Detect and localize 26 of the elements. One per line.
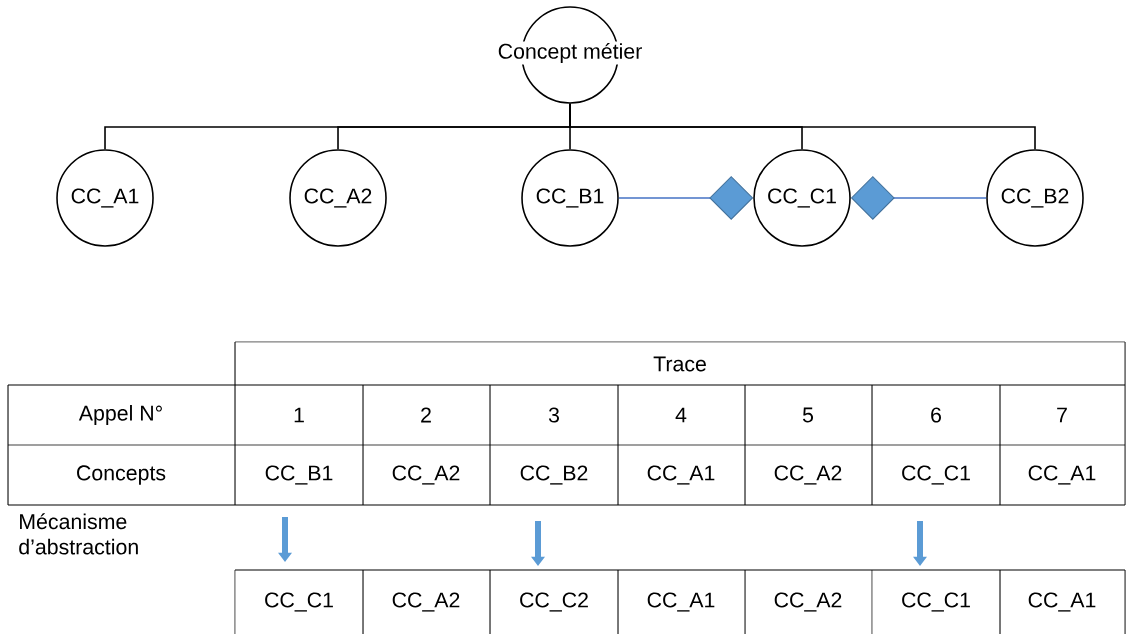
table-cell: CC_A2 [774,465,842,485]
table-cell: Appel N° [78,405,162,425]
connector [569,103,1036,150]
table-cell: CC_A2 [774,592,842,612]
table-cell: CC_A1 [1028,465,1096,485]
table-cell: CC_A1 [647,592,715,612]
table-cell: CC_C1 [902,592,970,612]
table-cell: CC_C1 [265,592,333,612]
table-cell: CC_A1 [647,465,715,485]
table-cell: 3 [548,407,559,423]
table-cell: 7 [1057,407,1067,423]
row-label: Mécanisme d’abstraction [19,513,138,555]
table-cell: CC_B1 [265,465,333,485]
table-cell: CC_A2 [392,592,460,612]
table-cell: CC_A1 [1028,592,1096,612]
table-cell: CC_B2 [520,465,588,485]
table-cell: 6 [931,407,941,423]
table-cell: 5 [802,407,814,423]
table-cell: 2 [421,407,431,423]
table-cell: 1 [294,407,304,423]
table-header: Trace [653,356,706,372]
table-cell: Concepts [77,465,166,485]
table-cell: CC_C2 [520,592,588,612]
table-cell: 4 [675,407,687,423]
table-cell: CC_A2 [392,465,460,485]
table-cell: CC_C1 [902,465,970,485]
